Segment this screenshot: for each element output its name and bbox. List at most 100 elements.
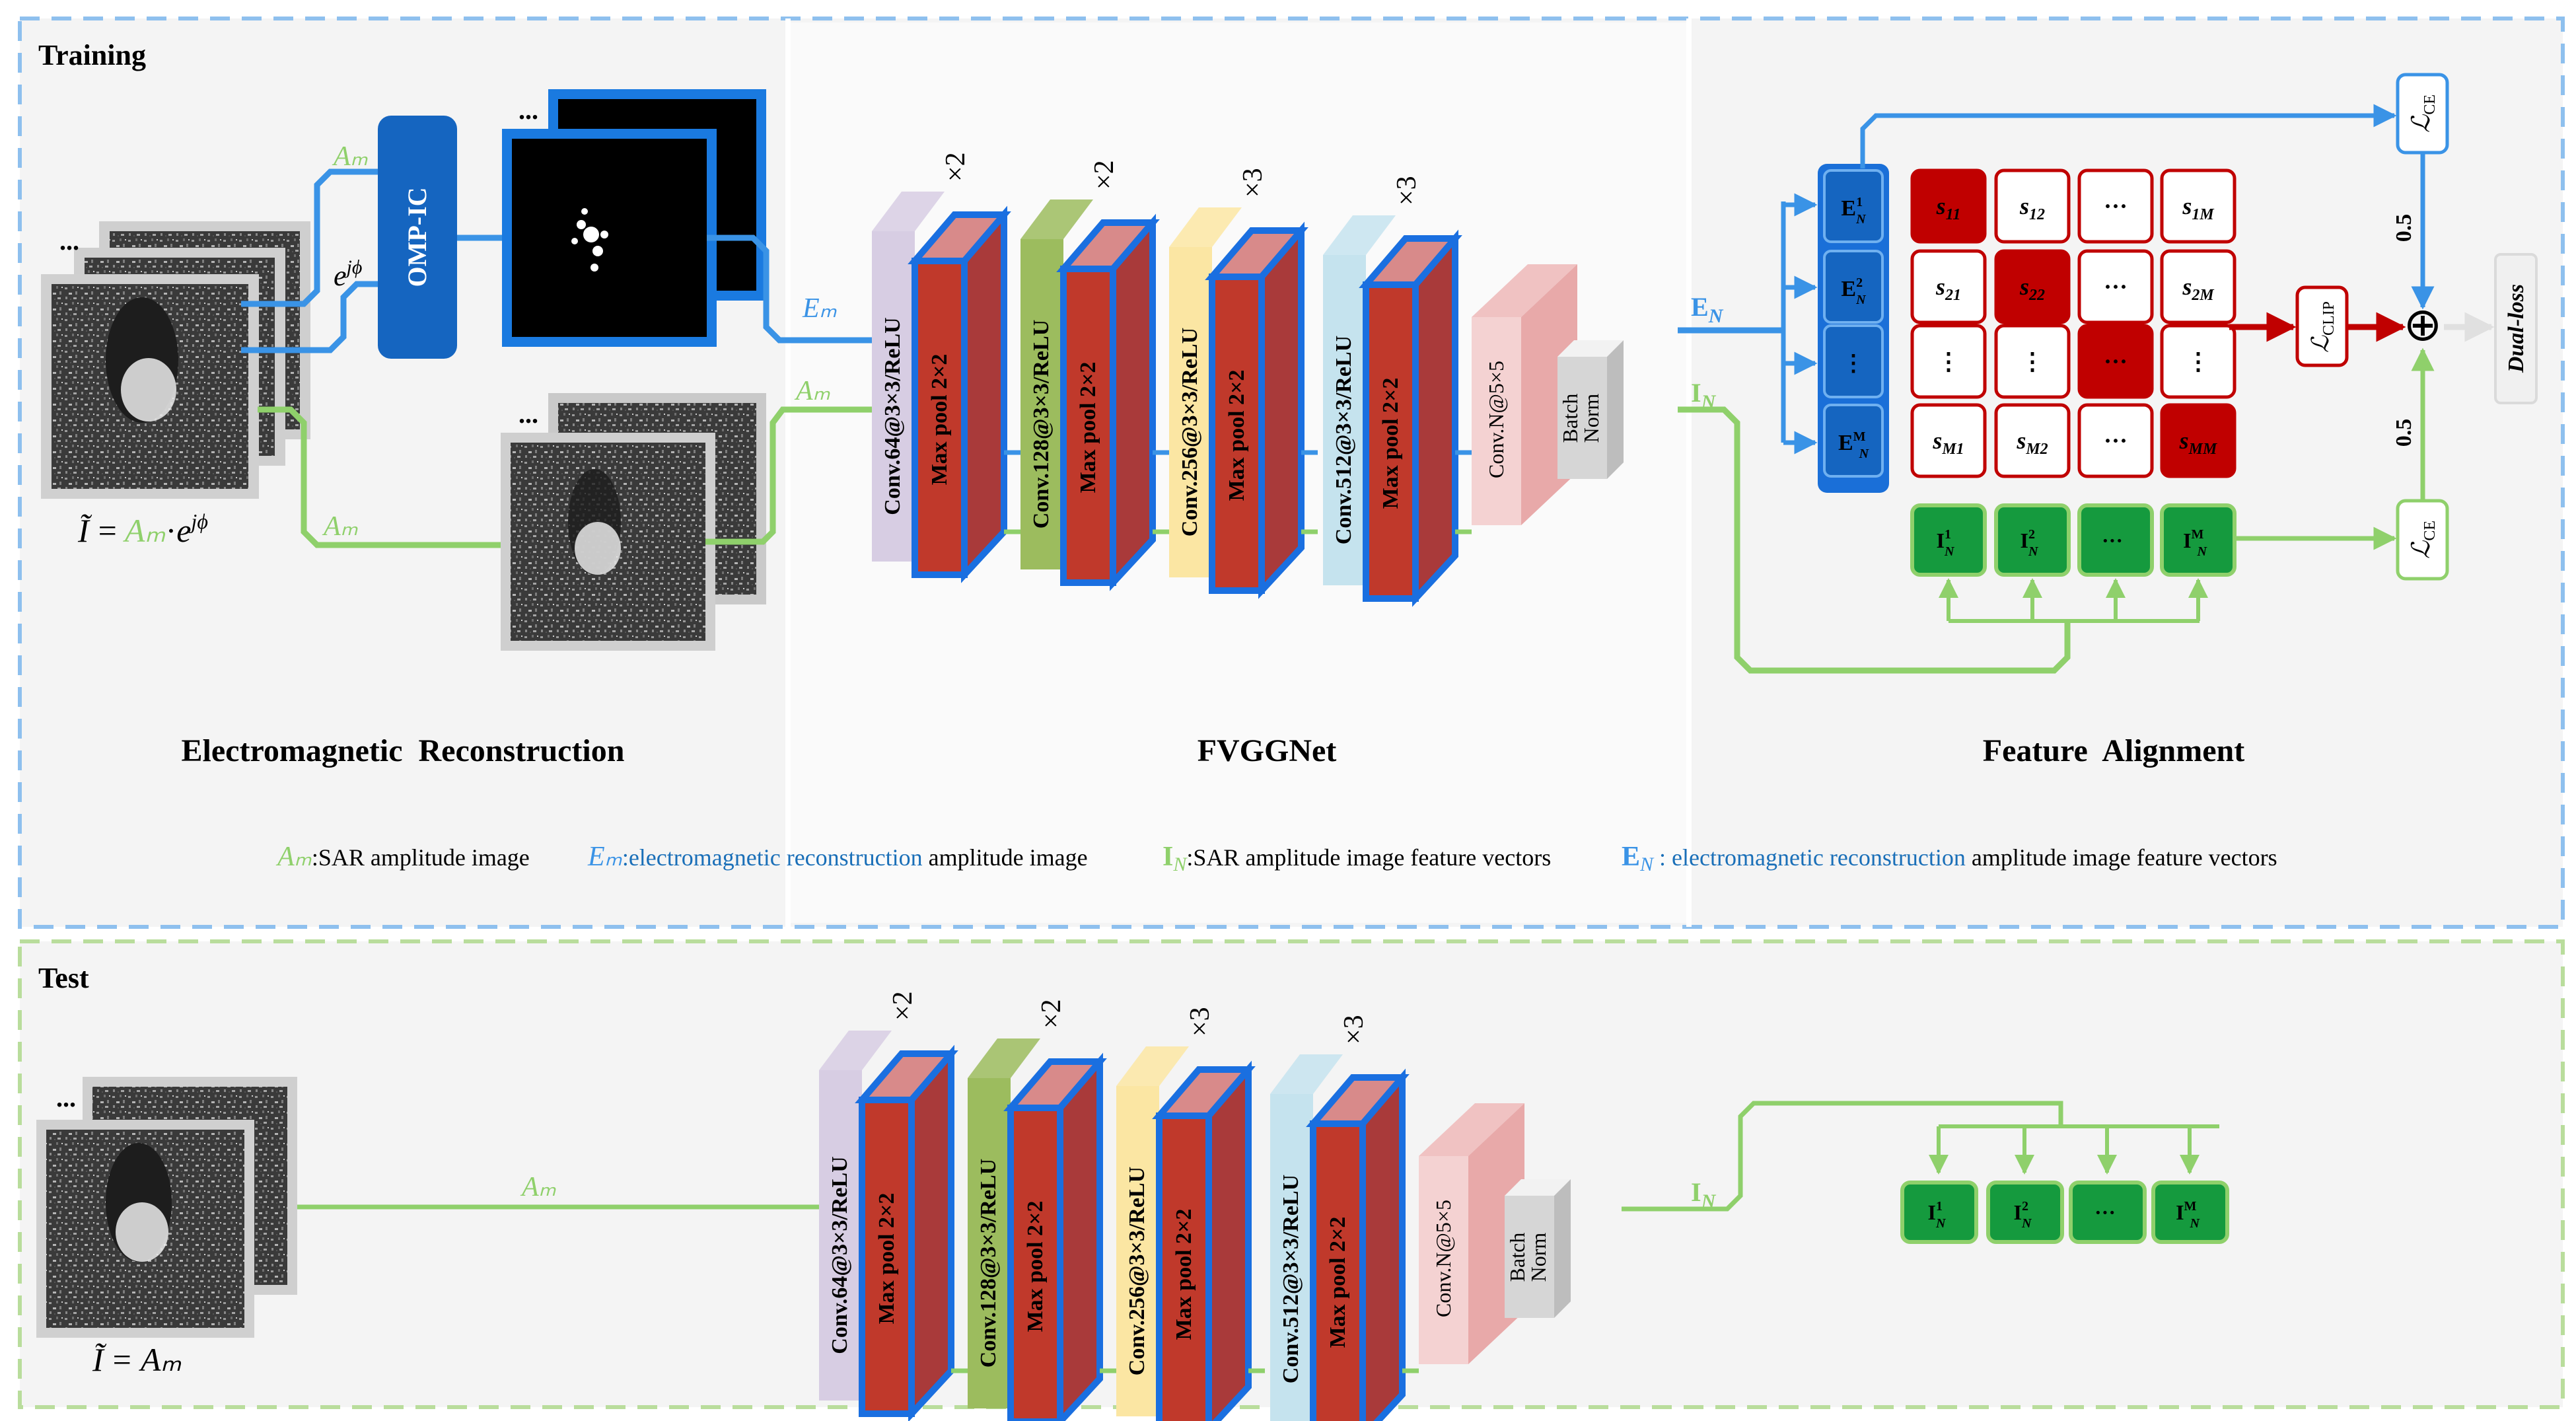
amp-label-top: Aₘ [332,141,369,172]
final-conv-front [1419,1156,1468,1364]
conv-slab-top [1169,207,1242,247]
bn-top [1505,1179,1571,1196]
conv-block-3: Conv.256@3×3/ReLU Max pool 2×2 ×3 [1116,1007,1265,1421]
legend: Aₘ:SAR amplitude image Eₘ:electromagneti… [275,842,2277,875]
sim-cell-3-2 [1994,324,2071,399]
em-input-label: Eₘ [802,293,838,324]
repeat-multiplier-3: ×3 [1238,168,1268,198]
sim-cell-label-3-2: ⋮ [2021,348,2044,375]
bn-label-1: Batch [1505,1233,1529,1282]
sim-cell-1-2 [1994,168,2071,244]
conv-slab [819,1070,862,1401]
sim-cell-label-2-3: ··· [2104,273,2128,300]
repeat-multiplier-1: ×2 [888,991,918,1021]
legend-en: EN : electromagnetic reconstruction ampl… [1622,842,2277,875]
sim-cell-4-4 [2160,403,2236,478]
conv-label-3: Conv.256@3×3/ReLU [1125,1167,1149,1375]
pool-side-face [961,205,1007,583]
test-i-vector-1 [1900,1181,1978,1244]
sim-cell-2-4 [2160,249,2236,324]
final-conv-label: Conv.N@5×5 [1431,1200,1455,1317]
amp-label-bottom: Aₘ [322,511,359,542]
pool-front-face [1156,1112,1212,1421]
repeat-multiplier-3: ×3 [1185,1007,1215,1037]
sim-cell-2-3 [2077,249,2154,324]
am-input-line [705,406,872,545]
em-stack-dots: ... [519,95,538,125]
conv-label-1: Conv.64@3×3/ReLU [880,317,905,515]
sim-cell-label-4-1: sM1 [1932,427,1964,458]
conv-label-2: Conv.128@3×3/ReLU [976,1159,1001,1367]
conv-slab-top [1270,1054,1343,1094]
pool-label-3: Max pool 2×2 [1225,370,1249,501]
em-input-line [707,235,872,344]
legend-in: IN:SAR amplitude image feature vectors [1163,842,1551,875]
pool-side-face [908,1044,954,1421]
i-vector-label-3: ··· [2102,528,2123,552]
conv-slab [1169,247,1212,577]
bn-side [1554,1179,1571,1318]
sim-cell-label-1-2: s12 [2019,193,2045,223]
conv-label-4: Conv.512@3×3/ReLU [1279,1175,1303,1383]
pool-front-face [1007,1105,1063,1421]
sim-cell-1-3 [2077,168,2154,244]
pool-front-face [1310,1120,1366,1421]
section-fvggnet: FVGGNet [1198,733,1337,768]
stack-dots: ... [59,226,79,256]
sim-cell-label-3-1: ⋮ [1937,348,1960,375]
conv-slab [872,231,915,562]
test-i-vector-4 [2151,1181,2229,1244]
sar-input-stack: ... [41,221,310,499]
in-output-line [1678,406,2071,674]
pool-front-face [1060,266,1116,586]
conv-slab-top [1323,215,1396,255]
sim-cell-2-1 [1910,249,1987,324]
weight-top: 0.5 [2392,214,2416,242]
e-vector-4 [1823,404,1884,478]
conv-slab-top [968,1038,1040,1078]
sim-cell-1-1 [1910,168,1987,244]
i-vector-2 [1994,503,2071,577]
conv-slab-top [872,192,945,231]
pool-label-1: Max pool 2×2 [875,1193,899,1325]
dual-loss-box: Dual-loss [2494,253,2538,404]
sim-cell-label-3-4: ⋮ [2186,348,2210,375]
pool-side-face [1359,1068,1406,1421]
test-i-vector-2 [1986,1181,2064,1244]
pool-front-face [859,1097,915,1417]
e-vector-3 [1823,324,1884,398]
loss-ce-bottom: ℒCE [2396,499,2449,581]
em-reconstruction-connectors [241,168,380,353]
sim-cell-label-3-3: ··· [2104,348,2128,375]
test-am-label: Aₘ [520,1172,557,1202]
test-i-vector-label-3: ··· [2094,1200,2116,1224]
test-stack-dots: ... [56,1083,76,1112]
sim-cell-label-2-4: s2M [2182,273,2215,304]
bn-label-2: Norm [1526,1233,1550,1282]
en-to-ce-arrow [1860,104,2397,168]
legend-em: Eₘ:electromagnetic reconstruction amplit… [587,842,1088,872]
bn-front [1557,357,1607,479]
loss-clip: ℒCLIP [2295,285,2349,367]
conv-slab [1270,1094,1313,1421]
sim-cell-label-1-4: s1M [2182,193,2215,223]
final-conv-front [1472,317,1521,525]
repeat-multiplier-2: ×2 [1036,999,1067,1029]
pool-label-4: Max pool 2×2 [1378,378,1403,509]
sim-cell-label-2-2: s22 [2019,273,2045,304]
pool-front-face [1363,281,1419,602]
training-label: Training [38,39,146,71]
sim-cell-2-2 [1994,249,2071,324]
conv-slab-top [1116,1046,1189,1086]
pool-label-3: Max pool 2×2 [1172,1209,1196,1340]
